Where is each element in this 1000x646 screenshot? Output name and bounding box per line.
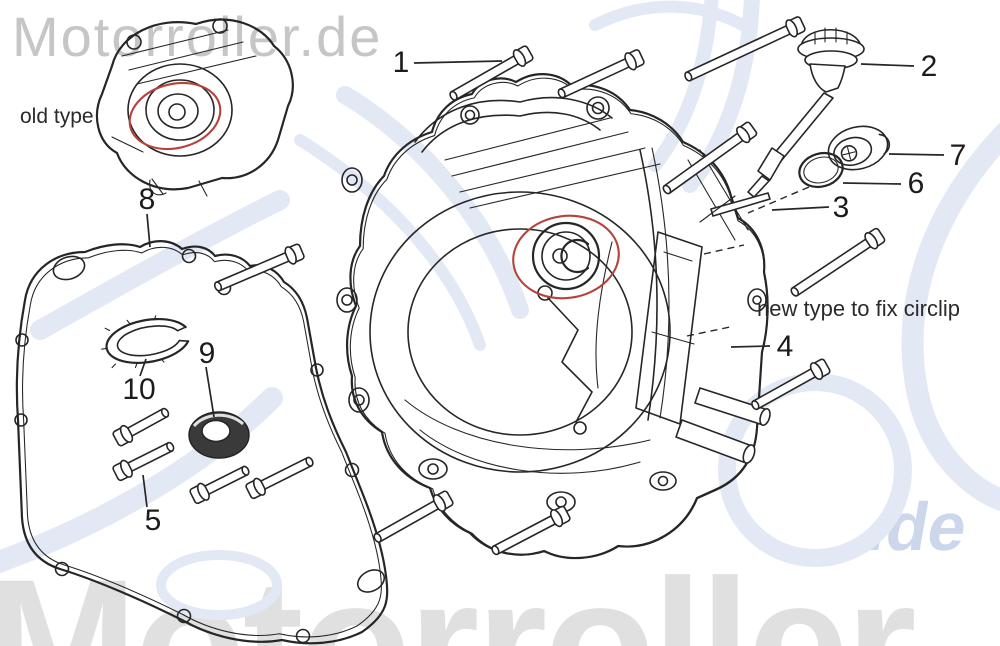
old-type-cover-drawing [95, 18, 294, 197]
dowel-pin-drawing [699, 192, 771, 223]
part-label-10: 10 [122, 373, 156, 406]
part-label-2: 2 [920, 50, 938, 83]
annotation-old-type: old type [20, 105, 94, 128]
red-highlight-main [512, 214, 620, 300]
part-label-8: 8 [138, 183, 156, 216]
leader-lines [139, 60, 945, 508]
part-label-5: 5 [144, 504, 162, 537]
bolt-drawing [112, 16, 886, 556]
watermark-bottom-text: Motorroller [0, 541, 917, 646]
gasket-drawing [14, 240, 389, 645]
dipstick-drawing [747, 27, 865, 198]
circlip-drawing [101, 315, 190, 369]
grommet-drawing [188, 411, 250, 459]
part-label-4: 4 [776, 330, 794, 363]
watermark-top-text: Motorroller.de [12, 5, 383, 68]
annotation-new-type: new type to fix circlip [757, 296, 960, 321]
part-label-1: 1 [392, 46, 410, 79]
part-label-6: 6 [907, 167, 925, 200]
circlip-bracket-drawing [635, 231, 771, 464]
part-label-9: 9 [198, 337, 216, 370]
oil-cap-drawing [827, 125, 891, 171]
part-label-3: 3 [832, 191, 850, 224]
red-highlight-old [128, 81, 222, 151]
main-cover-drawing [336, 73, 769, 560]
o-ring-drawing [798, 151, 844, 189]
part-label-7: 7 [949, 139, 967, 172]
